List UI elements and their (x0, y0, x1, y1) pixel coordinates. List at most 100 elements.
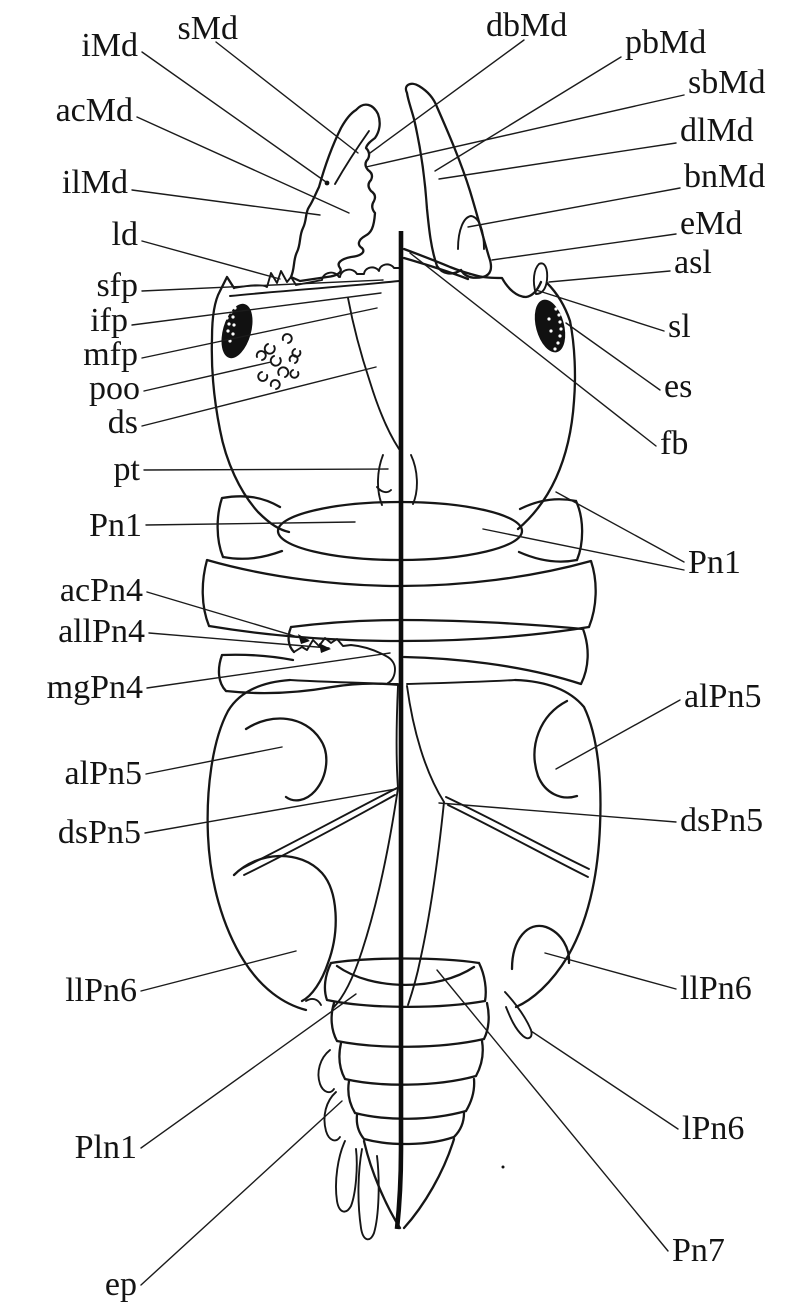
label-dlMd: dlMd (680, 112, 754, 149)
leader-alPn5-left (145, 746, 283, 775)
head-right-outline (516, 281, 577, 531)
head-capsule (210, 247, 577, 534)
label-es: es (664, 368, 692, 405)
leader-Pn1-right-b (482, 528, 685, 571)
label-asl: asl (674, 244, 712, 281)
tail-segment-4 (347, 1077, 476, 1120)
leader-iMd (141, 51, 327, 183)
leader-dbMd (369, 39, 525, 154)
label-acPn4: acPn4 (60, 572, 143, 609)
eyes (221, 299, 566, 359)
label-mfp: mfp (83, 336, 138, 373)
band1-left (216, 495, 284, 560)
body-inner-right (406, 685, 445, 1006)
label-mgPn4: mgPn4 (47, 669, 143, 706)
stray-dot (501, 1165, 505, 1169)
tail-segment-5 (355, 1111, 466, 1146)
pigment-marks-pt (376, 454, 418, 506)
leader-dlMd (438, 142, 677, 180)
epipod-lobes (317, 1049, 341, 1142)
body-left-outline (206, 678, 308, 1012)
midline-axis (394, 231, 404, 1230)
label-acMd: acMd (56, 92, 133, 129)
label-alPn5-left: alPn5 (65, 755, 142, 792)
tail-segment-1 (323, 957, 487, 1009)
label-pt: pt (114, 451, 141, 488)
band1-right (517, 498, 584, 563)
basal-node-dome (457, 215, 485, 250)
leader-asl (548, 270, 671, 283)
label-dsPn5-left: dsPn5 (58, 814, 141, 851)
leader-allPn4 (148, 632, 330, 649)
label-pbMd: pbMd (625, 24, 706, 61)
right-eye (534, 299, 566, 353)
label-ilMd: ilMd (62, 164, 128, 201)
leader-sfp (141, 279, 384, 292)
label-Pn1-left: Pn1 (89, 507, 142, 544)
label-Pn7: Pn7 (672, 1232, 725, 1269)
label-poo: poo (89, 370, 140, 407)
leader-lPn6 (530, 1030, 679, 1130)
leader-lines (131, 39, 685, 1286)
right-eye-highlight-dots (547, 307, 563, 351)
label-dsPn5-right: dsPn5 (680, 802, 763, 839)
lateral-lappet-hook (504, 991, 533, 1040)
leader-mgPn4 (146, 652, 391, 689)
label-llPn6-left: llPn6 (65, 972, 137, 1009)
pleon-tail (317, 957, 490, 1241)
label-dbMd: dbMd (486, 7, 567, 44)
body-top-edges (289, 679, 516, 685)
label-llPn6-right: llPn6 (680, 970, 752, 1007)
right-mandible (404, 82, 493, 279)
leader-pt (143, 468, 389, 471)
leader-poo (143, 361, 272, 392)
label-lPn6: lPn6 (682, 1110, 744, 1147)
anterolateral-lobe-left (244, 717, 328, 802)
posterior-body (206, 678, 602, 1040)
leader-sl (535, 289, 665, 332)
head-left-outline (210, 275, 291, 534)
leader-es (565, 322, 661, 391)
label-sfp: sfp (96, 267, 138, 304)
left-mandible-blade-line (334, 130, 370, 185)
leader-bnMd (467, 187, 681, 228)
dorsal-suture (347, 297, 400, 450)
left-eye (221, 303, 253, 359)
body-right-outline (513, 678, 602, 1009)
leader-llPn6-right (544, 952, 677, 990)
leader-allPn4-arrowhead (319, 643, 331, 653)
leader-mfp (141, 307, 378, 359)
dorsal-suture-left (240, 787, 398, 876)
label-ds: ds (108, 404, 138, 441)
label-eMd: eMd (680, 205, 742, 242)
labels-right-column: dbMd pbMd sbMd dlMd bnMd eMd asl sl es f… (486, 7, 765, 1269)
leader-Pn1-right-a (555, 491, 685, 563)
anterolateral-lobe-right (533, 699, 579, 799)
left-eye-highlight-dots (225, 306, 237, 343)
label-sMd: sMd (178, 10, 238, 47)
label-iMd: iMd (81, 27, 138, 64)
tail-segment-2 (330, 1001, 490, 1048)
body-inner-left (332, 685, 399, 1009)
leader-acPn4 (146, 591, 309, 641)
leader-ds (141, 366, 377, 427)
label-allPn4: allPn4 (58, 613, 145, 650)
leader-ld (141, 240, 281, 280)
leader-ilMd (131, 189, 321, 216)
label-ifp: ifp (90, 302, 128, 339)
lower-lateral-lobe-left (232, 854, 337, 1003)
label-sbMd: sbMd (688, 64, 765, 101)
leader-Pn7 (436, 969, 669, 1252)
tail-junction-curl (305, 997, 322, 1006)
leader-sMd (215, 41, 359, 154)
antero-superior-lobe (532, 262, 549, 295)
leader-alPn5-right (555, 699, 681, 770)
label-sl: sl (668, 308, 691, 345)
leader-Pln1 (140, 993, 357, 1149)
leader-Pn1-left (145, 521, 356, 526)
leader-pbMd (434, 56, 622, 172)
lower-lateral-lobe-right (510, 924, 571, 971)
postocular-organ-squiggles (255, 333, 302, 390)
